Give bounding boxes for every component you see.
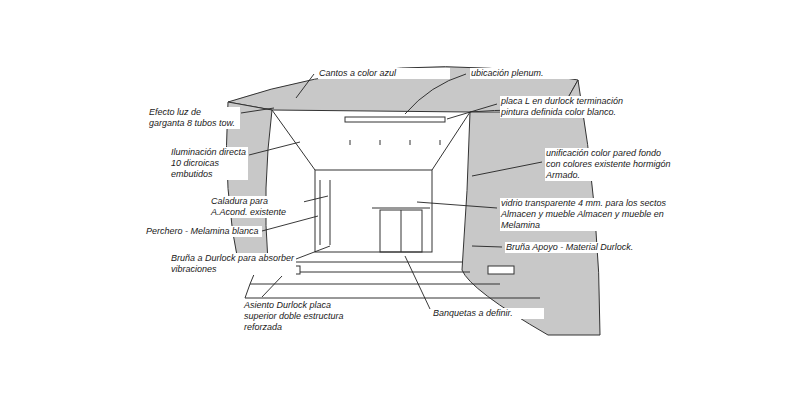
leader-line (303, 196, 328, 202)
door-lintel (372, 208, 430, 209)
leader-line (262, 276, 282, 297)
annotation-label: vidrio transparente 4 mm. para los secto… (500, 198, 674, 231)
leader-line (405, 256, 430, 309)
annotation-label: Bruña Apoyo - Material Durlock. (505, 242, 667, 253)
downlights (350, 140, 440, 145)
annotation-label: Asiento Durlock placa superior doble est… (243, 300, 360, 333)
door-split (401, 210, 402, 252)
leader-line (417, 202, 497, 208)
leader-line (296, 74, 314, 98)
annotation-label: Caladura para A.Acond. existente (210, 196, 304, 218)
annotation-label: unificación color pared fondo con colore… (545, 148, 672, 181)
annotation-label: placa L en durlock terminación pintura d… (500, 96, 637, 118)
leader-line (249, 142, 300, 155)
ceiling-edges (272, 110, 470, 170)
annotation-label: Efecto luz de garganta 8 tubos tow. (148, 107, 240, 129)
annotation-label: Perchero - Melamina blanca (145, 226, 262, 237)
leader-line (405, 74, 466, 114)
leader-line (241, 108, 274, 113)
bench (488, 266, 514, 274)
side-frame (320, 180, 330, 245)
annotation-label: Iluminación directa 10 dicroicas embutid… (170, 147, 248, 180)
leader-line (472, 246, 502, 247)
annotation-label: Banquetas a definir. (432, 308, 544, 319)
leader-line (262, 216, 318, 231)
leader-line (472, 162, 542, 176)
annotation-label: ubicación plenum. (470, 68, 582, 79)
leader-line (296, 246, 330, 259)
leader-line (447, 104, 497, 119)
back-wall (315, 170, 432, 252)
door (380, 210, 422, 252)
ceiling-panel (345, 117, 445, 122)
annotation-label: Bruña a Durlock para absorber vibracione… (170, 253, 296, 275)
annotation-label: Cantos a color azul (318, 68, 450, 79)
